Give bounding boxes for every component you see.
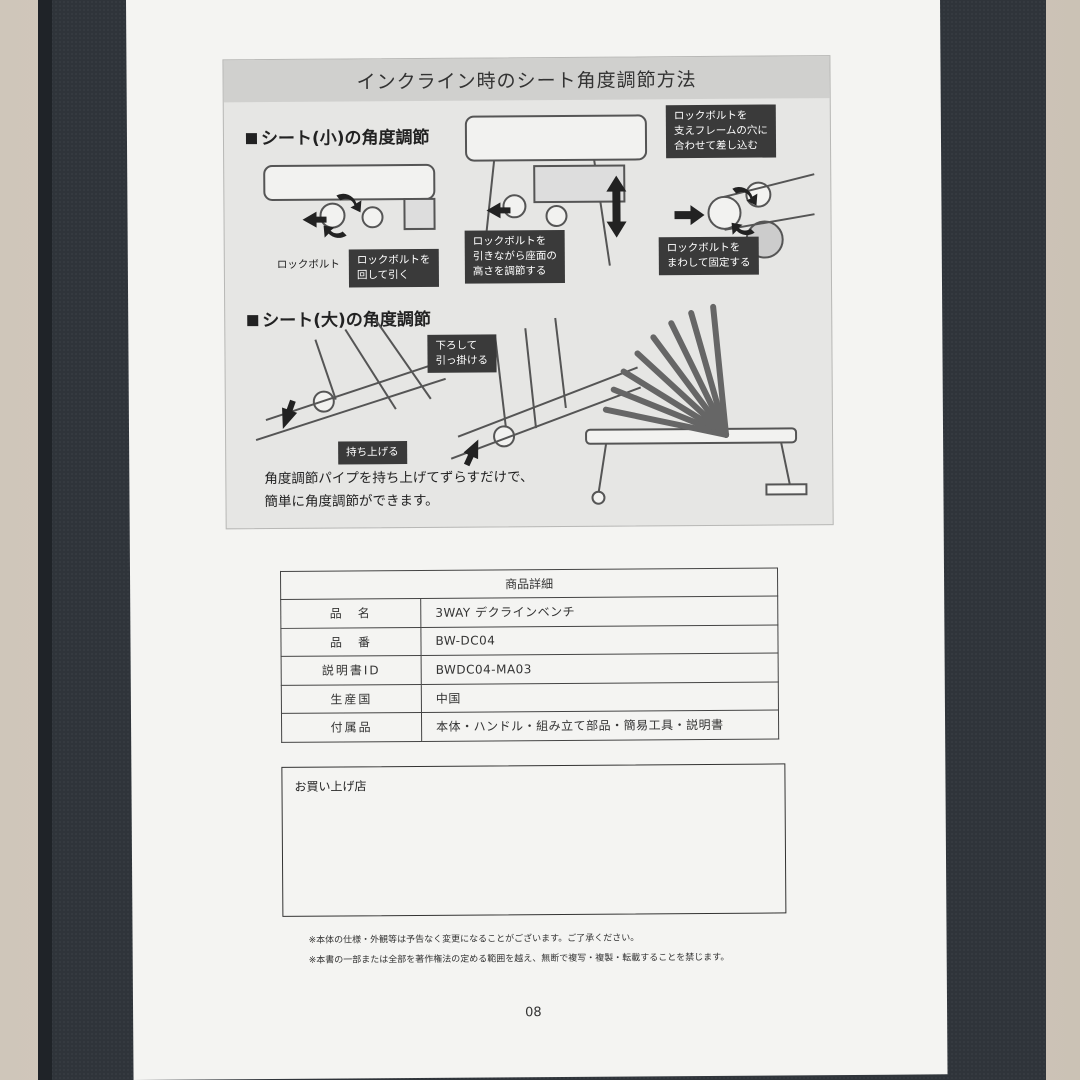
row-key: 説明書ID (281, 655, 422, 685)
table-row: 説明書ID BWDC04-MA03 (281, 652, 779, 685)
row-value: 3WAY デクラインベンチ (420, 595, 778, 627)
product-details-table: 商品詳細 品 名 3WAY デクラインベンチ 品 番 BW-DC04 説明書ID… (279, 567, 780, 743)
adjustment-caption: 角度調節パイプを持ち上げてずらすだけで、 簡単に角度調節ができます。 (264, 469, 534, 511)
callout-pull-adjust: ロックボルトを 引きながら座面の 高さを調節する (464, 229, 565, 284)
note-copyright: ※本書の一部または全部を著作権法の定める範囲を越え、無断で複写・複製・転載するこ… (308, 952, 730, 966)
row-value: 本体・ハンドル・組み立て部品・簡易工具・説明書 (421, 709, 779, 741)
table-row: 品 名 3WAY デクラインベンチ (280, 595, 778, 628)
row-value: BW-DC04 (420, 624, 779, 656)
row-key: 生産国 (281, 683, 422, 714)
store-stamp-box: お買い上げ店 (281, 763, 787, 917)
callout-insert: ロックボルトを 支えフレームの穴に 合わせて差し込む (665, 104, 777, 159)
table-row: 生産国 中国 (281, 681, 779, 714)
manual-page: インクライン時のシート角度調節方法 シート(小)の角度調節 (126, 0, 948, 1080)
seat-large-illustration (255, 303, 808, 505)
callout-turn-pull: ロックボルトを 回して引く (348, 248, 439, 288)
callout-fix: ロックボルトを まわして固定する (658, 236, 759, 276)
table-row: 品 番 BW-DC04 (280, 624, 779, 657)
row-key: 品 番 (280, 626, 422, 657)
note-specs: ※本体の仕様・外観等は予告なく変更になることがございます。ご了承ください。 (308, 933, 640, 946)
callout-lower-hook: 下ろして 引っ掛ける (427, 334, 497, 373)
table-header-row: 商品詳細 (280, 567, 778, 600)
row-key: 付属品 (281, 712, 422, 742)
store-box-label: お買い上げ店 (294, 779, 367, 794)
callout-lift: 持ち上げる (338, 441, 407, 465)
row-key: 品 名 (280, 598, 421, 628)
panel-title: インクライン時のシート角度調節方法 (223, 56, 830, 103)
lock-bolt-label: ロックボルト (276, 258, 340, 271)
row-value: 中国 (421, 681, 779, 713)
seat-small-illustration (263, 114, 815, 267)
table-row: 付属品 本体・ハンドル・組み立て部品・簡易工具・説明書 (281, 709, 779, 742)
instruction-panel: インクライン時のシート角度調節方法 シート(小)の角度調節 (222, 55, 834, 530)
row-value: BWDC04-MA03 (421, 652, 779, 684)
table-header: 商品詳細 (280, 567, 778, 600)
page-number: 08 (525, 1005, 542, 1021)
bench-cushion-edge (38, 0, 52, 1080)
